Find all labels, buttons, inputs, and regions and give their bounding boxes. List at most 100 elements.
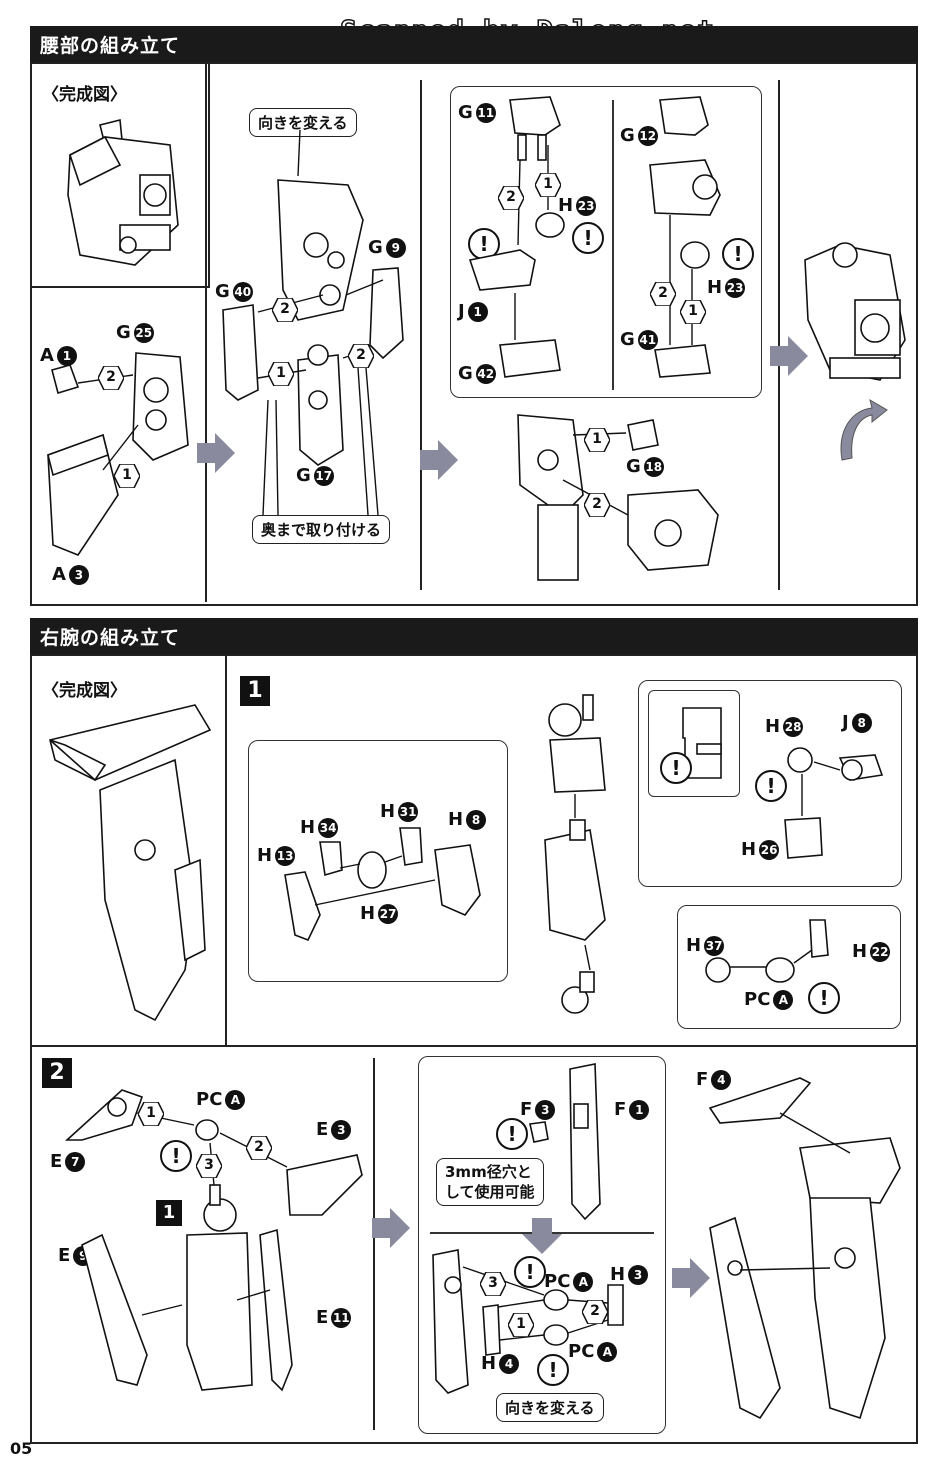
- arm-final-drawing: [708, 1077, 901, 1420]
- next-arrow-2: [420, 440, 458, 480]
- arm-step1-ref-badge: 1: [156, 1200, 182, 1226]
- down-arrow: [522, 1218, 562, 1254]
- note-3mm-hole: 3mm径穴と して使用可能: [436, 1158, 544, 1206]
- arm-step2-badge: 2: [42, 1058, 72, 1088]
- forearm-f1-drawing: [529, 1063, 601, 1221]
- arm-divider-h1: [30, 1045, 916, 1047]
- arm-hinge-closeup-drawing: [682, 707, 722, 779]
- waist-section-title: 腰部の組み立て: [40, 35, 181, 57]
- caution-icon-9: !: [514, 1256, 546, 1288]
- step-hex-1b: 1: [268, 362, 294, 386]
- next-arrow-4: [770, 336, 808, 376]
- note-turn-around: 向きを変える: [249, 108, 357, 137]
- caution-icon-4: !: [660, 752, 692, 784]
- note-attach-fully: 奥まで取り付ける: [252, 515, 391, 544]
- arm-completed-drawing: [49, 704, 212, 1022]
- arm-divider-v1: [225, 654, 227, 1046]
- subassembly-divider: [612, 100, 614, 390]
- waist-step2-drawing: [222, 179, 404, 466]
- caution-icon-7: !: [160, 1140, 192, 1172]
- caution-icon-6: !: [808, 982, 840, 1014]
- step-hex-2b: 2: [272, 298, 298, 322]
- arm-divider-v2: [373, 1058, 375, 1430]
- page-number: 05: [10, 1439, 33, 1458]
- waist-final-drawing: [804, 242, 906, 381]
- waist-subassembly-drawing: [468, 96, 721, 378]
- waist-completed-label: 〈完成図〉: [42, 85, 127, 105]
- arm-step1-badge: 1: [240, 676, 270, 706]
- arm-elbow-parts-drawing: [284, 827, 481, 942]
- waist-section-header: 腰部の組み立て: [30, 26, 918, 62]
- step-hex-2: 2: [98, 366, 124, 390]
- next-arrow-1: [197, 433, 235, 473]
- caution-icon-8: !: [496, 1118, 528, 1150]
- waist-completed-drawing: [67, 118, 179, 266]
- waist-step1-drawing: [47, 352, 189, 556]
- step-hex-1g: 1: [508, 1313, 534, 1337]
- step-hex-2h: 2: [582, 1300, 608, 1324]
- step-hex-1: 1: [114, 464, 140, 488]
- waist-divider-3: [778, 80, 780, 590]
- step-hex-1f: 1: [138, 1102, 164, 1126]
- caution-icon-2: !: [572, 222, 604, 254]
- caution-icon-3: !: [722, 238, 754, 270]
- arm-joint-parts-drawing: [784, 747, 884, 859]
- step-hex-1d: 1: [680, 300, 706, 324]
- next-arrow-6: [672, 1258, 710, 1298]
- next-arrow-5: [372, 1208, 410, 1248]
- step-hex-3: 3: [196, 1154, 222, 1178]
- caution-icon-5: !: [755, 770, 787, 802]
- arm-section-header: 右腕の組み立て: [30, 618, 918, 654]
- step-hex-2e: 2: [650, 282, 676, 306]
- waist-divider-1: [205, 62, 207, 602]
- waist-divider-2: [420, 80, 422, 590]
- caution-icon-1: !: [468, 228, 500, 260]
- arm-completed-label: 〈完成図〉: [42, 681, 127, 701]
- step-hex-2d: 2: [498, 186, 524, 210]
- arm-step2-drawing: [64, 1089, 363, 1392]
- step-hex-2c: 2: [348, 344, 374, 368]
- arm-wrist-parts-drawing: [705, 919, 829, 983]
- waist-frame-drawing: [517, 414, 719, 581]
- note-turn-around-2: 向きを変える: [496, 1393, 604, 1422]
- arm-section-title: 右腕の組み立て: [40, 627, 181, 649]
- step-hex-3b: 3: [480, 1272, 506, 1296]
- rotate-arrow-icon: [840, 398, 888, 461]
- step-hex-2f: 2: [584, 493, 610, 517]
- caution-icon-10: !: [537, 1354, 569, 1386]
- step-hex-1e: 1: [584, 428, 610, 452]
